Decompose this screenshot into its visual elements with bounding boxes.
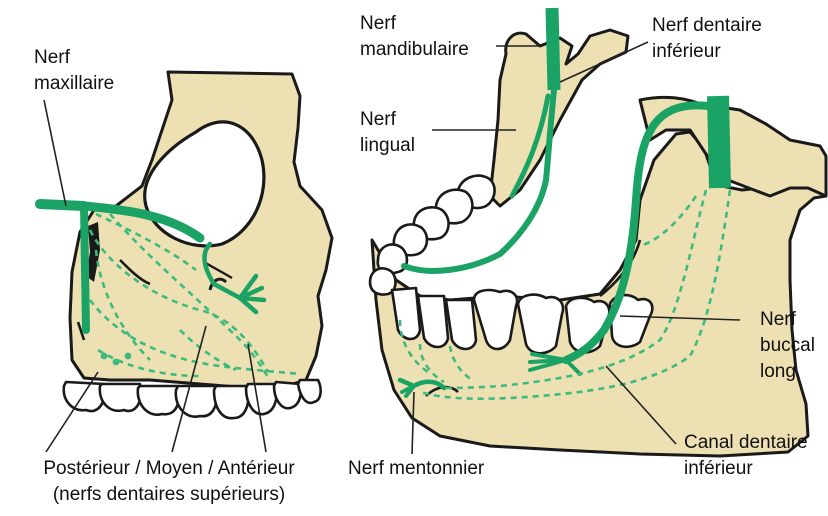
label-buccal-nerve-line3: long xyxy=(760,360,796,383)
lower-back-teeth xyxy=(370,176,495,295)
tooth xyxy=(274,382,301,408)
label-mandibular-nerve-line1: Nerf xyxy=(360,12,396,35)
label-inferior-alveolar-canal-line2: inférieur xyxy=(684,457,753,480)
tooth xyxy=(100,384,141,411)
label-lingual-nerve-line1: Nerf xyxy=(360,108,396,131)
mandibular-nerve-right xyxy=(718,96,720,188)
tooth xyxy=(138,386,179,415)
tooth xyxy=(214,386,248,418)
label-superior-dental-branches-note: (nerfs dentaires supérieurs) xyxy=(4,483,334,506)
leader-maxillary xyxy=(44,100,66,206)
mandible-figure xyxy=(370,8,826,456)
maxilla-figure xyxy=(40,72,332,418)
tooth xyxy=(246,384,277,414)
label-maxillary-nerve-line2: maxillaire xyxy=(34,72,114,95)
label-maxillary-nerve-line1: Nerf xyxy=(34,46,70,69)
label-mandibular-nerve-line2: mandibulaire xyxy=(360,38,469,61)
label-buccal-nerve-line1: Nerf xyxy=(760,308,796,331)
label-inferior-alveolar-canal-line1: Canal dentaire xyxy=(684,431,808,454)
label-buccal-nerve-line2: buccal xyxy=(760,334,815,357)
maxillary-nerve xyxy=(40,204,84,206)
tooth xyxy=(298,380,321,403)
mandibular-nerve xyxy=(552,8,554,90)
tooth xyxy=(176,386,217,417)
tooth xyxy=(64,382,104,411)
label-inferior-alveolar-nerve-line2: inférieur xyxy=(652,40,721,63)
upper-teeth xyxy=(64,380,321,418)
label-inferior-alveolar-nerve-line1: Nerf dentaire xyxy=(652,14,762,37)
label-superior-dental-branches: Postérieur / Moyen / Antérieur xyxy=(4,457,334,480)
label-mental-nerve: Nerf mentonnier xyxy=(348,457,484,480)
label-lingual-nerve-line2: lingual xyxy=(360,134,415,157)
